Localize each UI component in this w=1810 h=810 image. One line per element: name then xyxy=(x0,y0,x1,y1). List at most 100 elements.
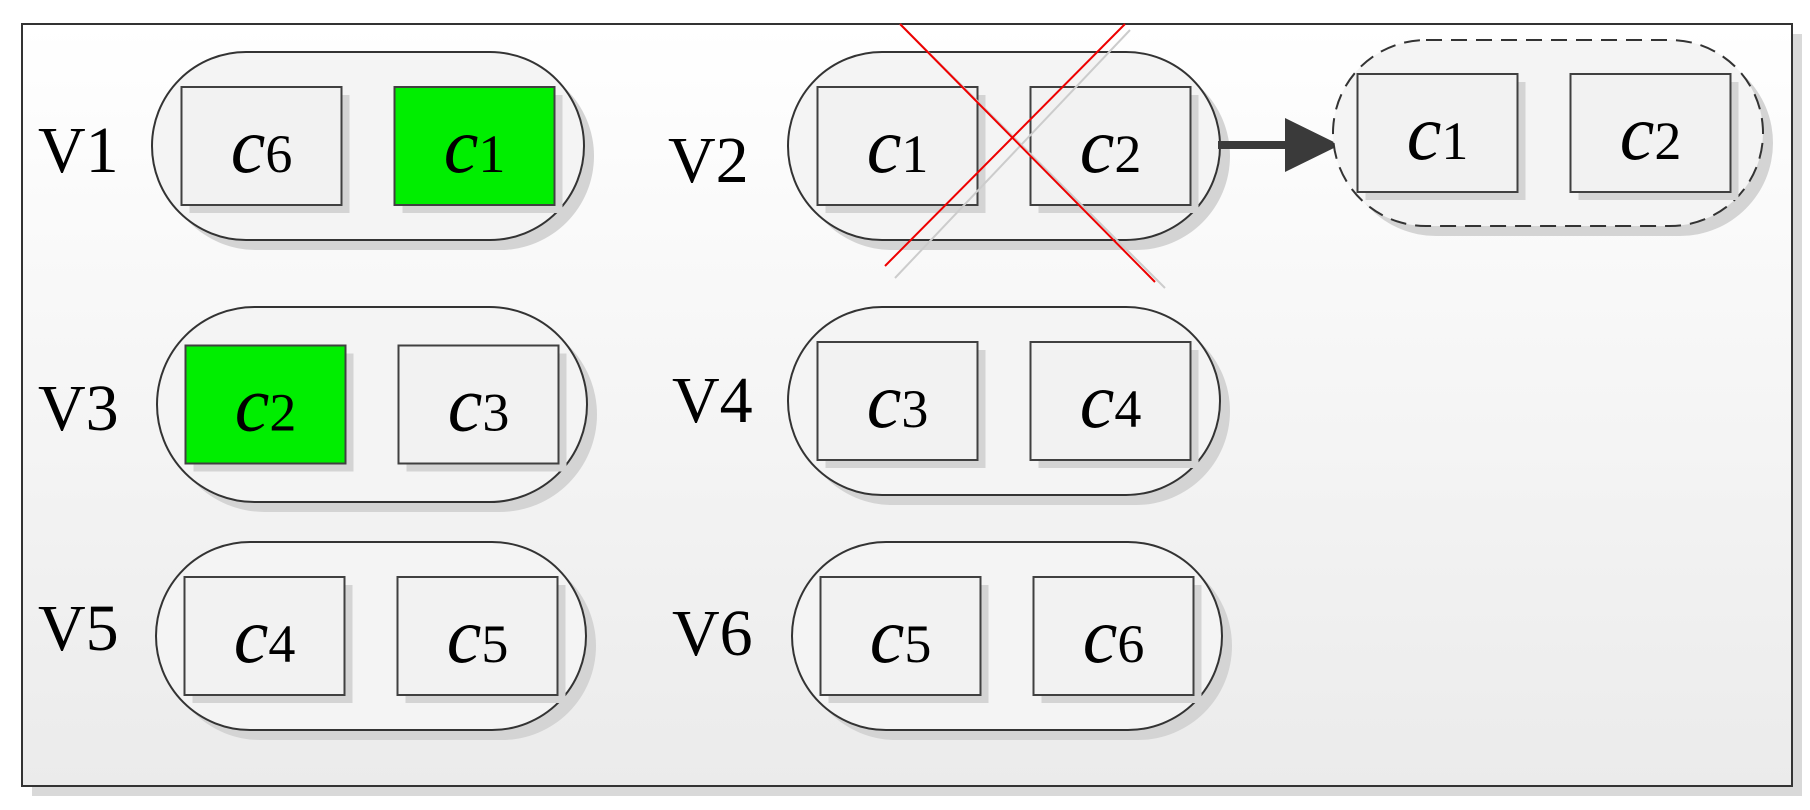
box-label-var: c xyxy=(448,361,483,448)
box-label-index: 1 xyxy=(478,124,505,184)
group-item: c4 xyxy=(183,576,353,703)
group-label-letter: V xyxy=(672,597,720,670)
box-frame xyxy=(819,576,982,696)
box-label: c5 xyxy=(870,592,932,679)
arrow-head xyxy=(1285,118,1340,172)
box-frame xyxy=(1569,73,1732,193)
box-label-index: 6 xyxy=(265,124,292,184)
box-label: c1 xyxy=(1407,89,1469,176)
box-frame xyxy=(396,576,559,696)
box-label-index: 6 xyxy=(1117,614,1144,674)
box-frame xyxy=(180,86,343,206)
group-label-letter: V xyxy=(38,592,86,665)
box-label: c2 xyxy=(1620,89,1682,176)
box-label: c6 xyxy=(231,102,293,189)
box-label: c1 xyxy=(867,102,929,189)
box-label-var: c xyxy=(870,592,905,679)
group-item: c2 xyxy=(1029,86,1199,213)
box-label-var: c xyxy=(867,357,902,444)
group-label: V4 xyxy=(672,364,753,437)
box-label-var: c xyxy=(235,361,270,448)
group-label-index: 4 xyxy=(720,364,753,437)
result-item: c1 xyxy=(1356,73,1526,200)
group-item: c4 xyxy=(1029,341,1199,468)
box-label-var: c xyxy=(1083,592,1118,679)
box-frame xyxy=(393,86,556,206)
box-label-index: 1 xyxy=(1441,111,1468,171)
box-frame xyxy=(1356,73,1519,193)
cross-line-shadow xyxy=(894,29,1131,279)
box-label-index: 5 xyxy=(481,614,508,674)
box-label-var: c xyxy=(1080,102,1115,189)
group-label: V2 xyxy=(668,124,749,197)
box-label: c2 xyxy=(1080,102,1142,189)
group-label-index: 1 xyxy=(86,114,119,187)
result-item: c2 xyxy=(1569,73,1739,200)
box-label-index: 3 xyxy=(901,379,928,439)
box-label-index: 4 xyxy=(1114,379,1141,439)
box-label: c2 xyxy=(235,361,297,448)
box-label: c4 xyxy=(1080,357,1142,444)
group-item: c1 xyxy=(393,86,563,213)
box-label: c6 xyxy=(1083,592,1145,679)
box-label-var: c xyxy=(1080,357,1115,444)
box-label-var: c xyxy=(447,592,482,679)
box-label: c5 xyxy=(447,592,509,679)
box-frame xyxy=(816,341,979,461)
group-item: c3 xyxy=(816,341,986,468)
group-item: c3 xyxy=(397,344,567,472)
box-frame xyxy=(1029,341,1192,461)
box-label-index: 3 xyxy=(482,383,509,443)
cross-line xyxy=(884,23,1126,267)
group-label-letter: V xyxy=(38,372,86,445)
group-label-letter: V xyxy=(38,114,86,187)
box-label-var: c xyxy=(867,102,902,189)
box-label: c3 xyxy=(448,361,510,448)
group-label: V1 xyxy=(38,114,119,187)
group-label-index: 6 xyxy=(720,597,753,670)
cross-line xyxy=(899,23,1156,283)
group-label-index: 3 xyxy=(86,372,119,445)
group-item: c1 xyxy=(816,86,986,213)
group-label-letter: V xyxy=(668,124,716,197)
box-frame xyxy=(184,344,347,465)
arrow-icon xyxy=(1218,118,1340,172)
box-label-var: c xyxy=(234,592,269,679)
group-label-letter: V xyxy=(672,364,720,437)
box-label-index: 1 xyxy=(901,124,928,184)
group-label-index: 2 xyxy=(716,124,749,197)
box-label-index: 4 xyxy=(268,614,295,674)
box-label: c4 xyxy=(234,592,296,679)
removal-cross xyxy=(884,23,1166,289)
group-item: c2 xyxy=(184,344,354,472)
box-frame xyxy=(183,576,346,696)
group-item: c5 xyxy=(396,576,566,703)
box-frame xyxy=(1032,576,1195,696)
group-item: c5 xyxy=(819,576,989,703)
box-label-index: 5 xyxy=(904,614,931,674)
box-label-var: c xyxy=(1407,89,1442,176)
box-label-index: 2 xyxy=(1654,111,1681,171)
box-label-index: 2 xyxy=(1114,124,1141,184)
group-item: c6 xyxy=(180,86,350,213)
group-label: V3 xyxy=(38,372,119,445)
box-label-var: c xyxy=(1620,89,1655,176)
box-label-var: c xyxy=(444,102,479,189)
box-label-index: 2 xyxy=(269,383,296,443)
box-label: c3 xyxy=(867,357,929,444)
group-label: V5 xyxy=(38,592,119,665)
box-frame xyxy=(816,86,979,206)
group-label: V6 xyxy=(672,597,753,670)
group-item: c6 xyxy=(1032,576,1202,703)
group-label-index: 5 xyxy=(86,592,119,665)
box-label: c1 xyxy=(444,102,506,189)
box-label-var: c xyxy=(231,102,266,189)
box-frame xyxy=(397,344,560,465)
